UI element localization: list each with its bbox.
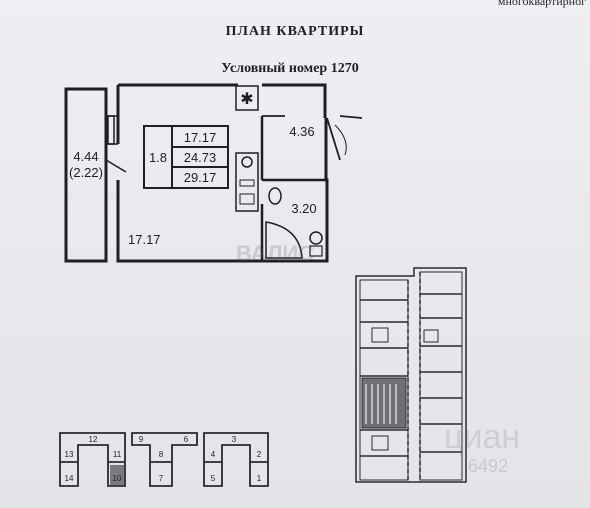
balcony-door bbox=[105, 159, 127, 173]
balcony-outline bbox=[64, 87, 108, 263]
section-block-b bbox=[131, 432, 198, 487]
area-summary-box bbox=[143, 125, 229, 189]
selected-unit-marker bbox=[110, 465, 124, 485]
balcony-area-reduced-label: (2.22) bbox=[69, 165, 103, 180]
apartment-outer-wall bbox=[116, 83, 329, 263]
unit-number-label: Условный номер 1270 bbox=[221, 61, 359, 76]
ventilation-shaft bbox=[235, 85, 259, 111]
balcony-area-label: 4.44 bbox=[73, 149, 98, 164]
section-block-c bbox=[203, 432, 269, 487]
section-left-number: 14 bbox=[65, 474, 74, 483]
watermark-logo-text: ВАЛИС bbox=[236, 241, 314, 266]
section-unit-number: 4 bbox=[211, 450, 216, 459]
section-unit-number: 11 bbox=[113, 450, 122, 459]
section-unit-number: 2 bbox=[257, 450, 262, 459]
hall-area-label: 4.36 bbox=[289, 124, 314, 139]
stove-icon bbox=[241, 156, 253, 168]
section-top-number: 9 bbox=[139, 435, 144, 444]
section-unit-number: 8 bbox=[159, 450, 164, 459]
section-unit-number: 10 bbox=[113, 474, 122, 483]
shower-icon bbox=[265, 221, 303, 259]
summary-value-total: 24.73 bbox=[184, 150, 217, 165]
watermark-cian: циан bbox=[444, 418, 520, 456]
section-unit-number: 1 bbox=[257, 474, 262, 483]
section-block-a bbox=[59, 432, 126, 487]
summary-left-label: 1.8 bbox=[149, 150, 167, 165]
section-top-number: 12 bbox=[89, 435, 98, 444]
ventilation-shaft-icon: ✱ bbox=[240, 91, 253, 108]
bath-area-label: 3.20 bbox=[291, 201, 316, 216]
section-top-number: 6 bbox=[184, 435, 189, 444]
page-title: ПЛАН КВАРТИРЫ bbox=[225, 24, 365, 39]
summary-value-living: 17.17 bbox=[184, 130, 217, 145]
section-unit-number: 7 bbox=[159, 474, 164, 483]
washbasin-icon bbox=[268, 187, 282, 205]
toilet-icon bbox=[309, 231, 323, 245]
cut-off-text: многоквартирног bbox=[497, 0, 586, 8]
section-top-number: 3 bbox=[232, 435, 237, 444]
building-outline bbox=[355, 267, 467, 483]
hall-door bbox=[262, 115, 363, 161]
watermark-phone-fragment: 6492 bbox=[468, 456, 508, 476]
section-unit-number: 5 bbox=[211, 474, 216, 483]
kitchen-counter bbox=[235, 152, 259, 212]
living-area-label: 17.17 bbox=[128, 232, 161, 247]
section-left-number: 13 bbox=[65, 450, 74, 459]
summary-value-full: 29.17 bbox=[184, 170, 217, 185]
window-mark bbox=[107, 115, 115, 145]
